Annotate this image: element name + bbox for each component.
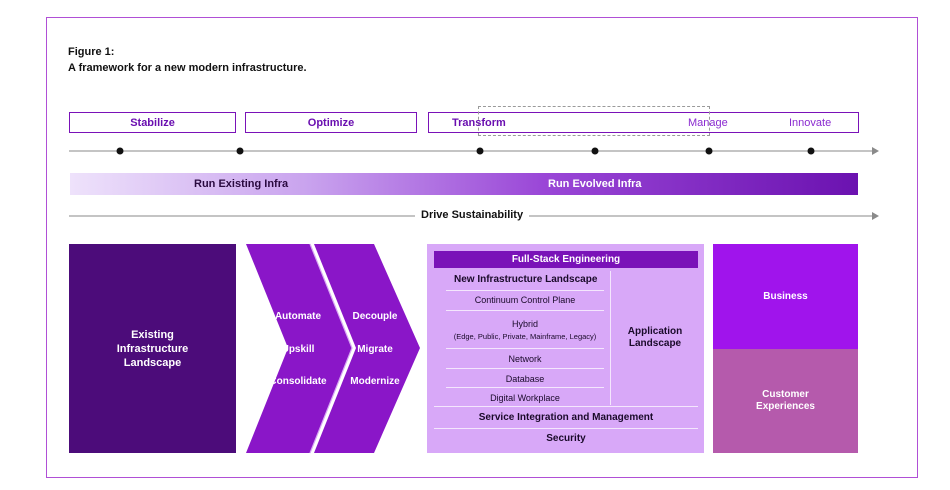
phase-manage-label: Manage [688, 117, 728, 129]
figure-frame [46, 17, 918, 478]
chevron-transform-shape [314, 244, 420, 453]
phase-transform-label: Transform [452, 117, 506, 129]
timeline-dot [476, 147, 484, 155]
chevron-item-upskill: Upskill [281, 344, 315, 355]
row-separator [434, 406, 698, 407]
hybrid-item: Hybrid [511, 319, 538, 329]
chevron-item-automate: Automate [274, 311, 322, 322]
chevron-item-modernize: Modernize [350, 376, 400, 387]
application-landscape-label: Application Landscape [612, 326, 698, 350]
business-label: Business [763, 291, 808, 302]
hybrid-detail: (Edge, Public, Private, Mainframe, Legac… [453, 332, 597, 341]
timeline-dot [236, 147, 244, 155]
run-existing-label: Run Existing Infra [194, 178, 289, 190]
network-item: Network [508, 354, 542, 364]
customer-experiences-label: Customer Experiences [756, 389, 815, 412]
application-landscape-text: Application Landscape [627, 326, 683, 349]
security-row: Security [546, 433, 586, 444]
customer-experiences-box: Customer Experiences [713, 349, 858, 453]
full-stack-header: Full-Stack Engineering [434, 251, 698, 268]
application-divider [610, 271, 611, 405]
phase-optimize-label: Optimize [307, 116, 355, 129]
phase-transform-group [428, 112, 859, 133]
row-separator [434, 428, 698, 429]
figure-label: Figure 1: [68, 46, 115, 58]
chevron-item-consolidate: Consolidate [269, 376, 327, 387]
timeline-arrowhead [872, 147, 879, 155]
service-integration-row: Service Integration and Management [478, 412, 654, 423]
figure-title: A framework for a new modern infrastruct… [68, 62, 307, 74]
database-item: Database [505, 374, 545, 384]
full-stack-header-label: Full-Stack Engineering [511, 254, 621, 265]
run-infra-bar [70, 173, 858, 195]
phase-stabilize: Stabilize [69, 112, 236, 133]
phase-stabilize-label: Stabilize [130, 116, 175, 129]
chevron-divider [309, 243, 353, 454]
list-separator [446, 290, 604, 291]
run-evolved-label: Run Evolved Infra [548, 178, 642, 190]
existing-landscape-box: Existing Infrastructure Landscape [69, 244, 236, 453]
chevron-item-decouple: Decouple [352, 311, 398, 322]
timeline-dot [116, 147, 124, 155]
list-separator [446, 387, 604, 388]
sustainability-arrowhead [872, 212, 879, 220]
list-separator [446, 348, 604, 349]
phase-optimize: Optimize [245, 112, 417, 133]
list-separator [446, 310, 604, 311]
list-separator [446, 368, 604, 369]
chevron-optimize-shape [246, 244, 352, 453]
business-box: Business [713, 244, 858, 349]
existing-landscape-label: Existing Infrastructure Landscape [116, 328, 189, 369]
chevron-item-migrate: Migrate [357, 344, 393, 355]
drive-sustainability-label: Drive Sustainability [415, 209, 530, 221]
phase-innovate-label: Innovate [789, 117, 832, 129]
manage-dashed-outline [478, 106, 710, 136]
timeline-dot [591, 147, 599, 155]
timeline-dot [807, 147, 815, 155]
new-infra-title: New Infrastructure Landscape [454, 274, 598, 285]
digital-workplace-item: Digital Workplace [490, 393, 560, 403]
continuum-control-plane: Continuum Control Plane [474, 295, 576, 305]
timeline-dot [705, 147, 713, 155]
